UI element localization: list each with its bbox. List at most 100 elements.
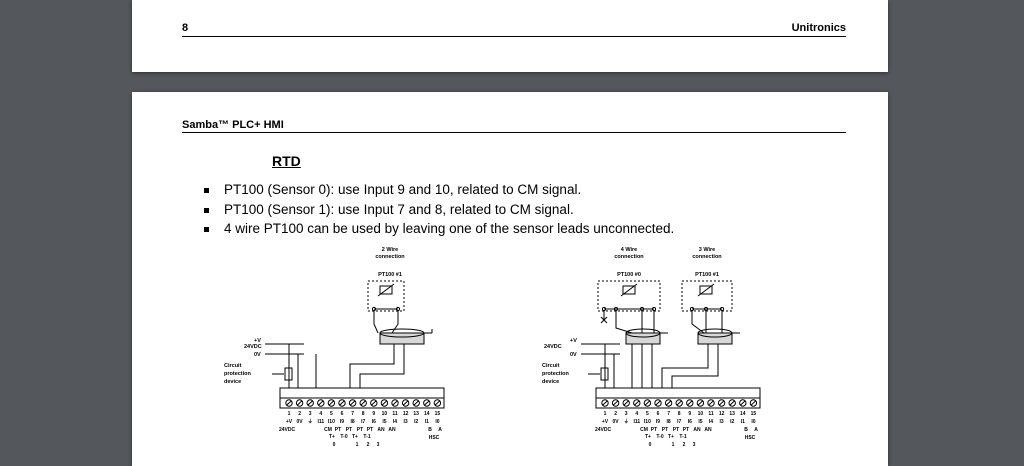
- terminal-label: A: [754, 427, 758, 433]
- screw-slot: [634, 400, 640, 406]
- circuit-label: Circuit: [224, 363, 242, 369]
- terminal-number: 1: [288, 411, 291, 417]
- screw-slot: [644, 400, 650, 406]
- terminal-screw: [401, 399, 410, 407]
- terminal-label: AN: [388, 427, 396, 433]
- terminal-label: PT: [346, 427, 352, 433]
- screw-slot: [697, 400, 703, 406]
- wire-label: 2 Wire: [382, 247, 398, 253]
- terminal-screw: [327, 399, 336, 407]
- screw-slot: [318, 400, 324, 406]
- sensor-label: PT100 #1: [695, 272, 719, 278]
- terminal-number: 9: [372, 411, 375, 417]
- terminal-number: 4: [635, 411, 638, 417]
- terminal-number: 4: [319, 411, 322, 417]
- terminal-number: 12: [403, 411, 409, 417]
- terminal-screw: [295, 399, 304, 407]
- screw-slot: [613, 400, 619, 406]
- terminal-screw: [664, 399, 673, 407]
- terminal-number: 2: [298, 411, 301, 417]
- terminal-label: I2: [730, 419, 734, 425]
- terminal-screw: [707, 399, 715, 407]
- zero-v-label: 0V: [254, 352, 261, 358]
- terminal-label: I0: [435, 419, 439, 425]
- terminal-label: 0V: [297, 419, 304, 425]
- bullet-list: PT100 (Sensor 0): use Input 9 and 10, re…: [204, 180, 674, 239]
- terminal-label: T-0: [340, 434, 347, 440]
- sensor-label: PT100 #0: [617, 272, 641, 278]
- screw-slot: [403, 400, 409, 406]
- terminal-label: I4: [393, 419, 397, 425]
- terminal-screw: [611, 399, 620, 407]
- terminal-screw: [675, 399, 683, 407]
- terminal-screw: [728, 399, 736, 407]
- terminal-label: T+: [645, 434, 651, 440]
- terminal-label: 24VDC: [279, 427, 296, 433]
- terminal-label: I0: [751, 419, 755, 425]
- terminal-screw: [338, 399, 346, 407]
- terminal-label: I8: [351, 419, 355, 425]
- terminal-screw: [370, 399, 378, 407]
- screw-slot: [719, 400, 725, 406]
- terminal-label: I5: [382, 419, 386, 425]
- terminal-label: I6: [372, 419, 376, 425]
- terminal-number: 12: [719, 411, 725, 417]
- screw-slot: [708, 400, 714, 406]
- terminal-label: PT: [651, 427, 657, 433]
- screw-slot: [424, 400, 430, 406]
- terminal-label: 0V: [613, 419, 620, 425]
- terminal-label: T+: [329, 434, 335, 440]
- terminal-number: 15: [751, 411, 757, 417]
- terminal-label: PT: [357, 427, 363, 433]
- terminal-label: B: [744, 427, 748, 433]
- terminal-label: 1: [356, 442, 359, 448]
- screw-slot: [729, 400, 735, 406]
- terminal-number: 5: [330, 411, 333, 417]
- wiring-diagram-right: 4 Wire connection PT100 #0 3 Wire connec…: [542, 247, 761, 448]
- screw-slot: [350, 400, 356, 406]
- terminal-number: 8: [362, 411, 365, 417]
- circuit-label: device: [542, 379, 559, 385]
- bullet-item: 4 wire PT100 can be used by leaving one …: [204, 219, 674, 239]
- terminal-number: 11: [392, 411, 398, 417]
- plus-v-label: +V: [570, 338, 577, 344]
- terminal-label: I10: [328, 419, 335, 425]
- terminal-label: CM: [324, 427, 332, 433]
- terminal-label: I7: [677, 419, 681, 425]
- terminal-screw: [359, 399, 367, 407]
- terminal-label: I3: [404, 419, 408, 425]
- terminal-label: I9: [340, 419, 344, 425]
- page-header: Samba™ PLC+ HMI: [182, 118, 846, 133]
- terminal-label: I7: [361, 419, 365, 425]
- terminal-screw: [285, 399, 293, 407]
- terminal-number: 14: [740, 411, 746, 417]
- terminal-label: I8: [667, 419, 671, 425]
- screw-slot: [666, 400, 672, 406]
- terminal-screw: [633, 399, 641, 407]
- terminal-screw: [643, 399, 652, 407]
- terminal-screw: [317, 399, 325, 407]
- screw-slot: [434, 400, 440, 406]
- plus-v-label: +V: [254, 338, 261, 344]
- screw-slot: [392, 400, 398, 406]
- screw-slot: [750, 400, 756, 406]
- terminal-label: T+: [668, 434, 674, 440]
- terminal-number: 6: [657, 411, 660, 417]
- terminal-screw: [717, 399, 726, 407]
- terminal-label: A: [438, 427, 442, 433]
- terminal-label: +V: [602, 419, 609, 425]
- hsc-label: HSC: [745, 435, 756, 441]
- terminal-label: CM: [640, 427, 648, 433]
- terminal-number: 10: [698, 411, 704, 417]
- document-title: Samba™ PLC+ HMI: [182, 119, 284, 131]
- terminal-label: I1: [425, 419, 429, 425]
- terminal-screw: [654, 399, 662, 407]
- screw-slot: [286, 400, 292, 406]
- terminal-label: I2: [414, 419, 418, 425]
- terminal-label: I5: [698, 419, 702, 425]
- terminal-number: 1: [604, 411, 607, 417]
- terminal-label: PT: [662, 427, 668, 433]
- current-page: Samba™ PLC+ HMI RTD PT100 (Sensor 0): us…: [132, 92, 888, 466]
- circuit-label: device: [224, 379, 241, 385]
- terminal-label: I11: [633, 419, 640, 425]
